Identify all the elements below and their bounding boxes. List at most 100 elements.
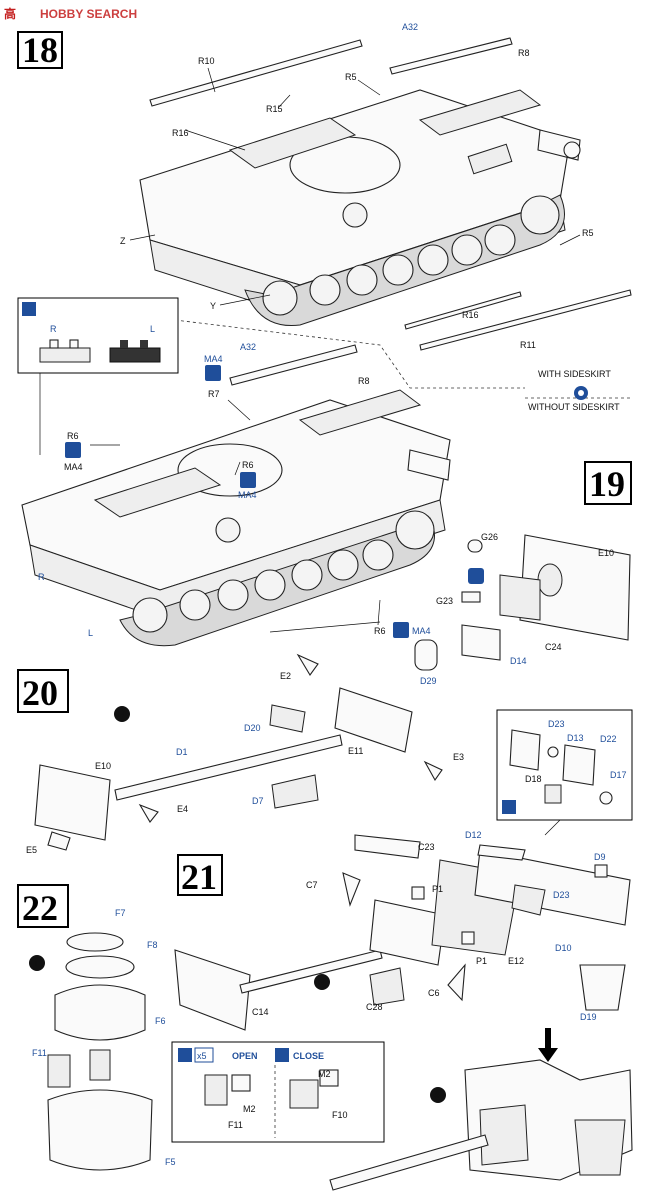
label-z: Z (120, 236, 126, 246)
mantlet-opening (537, 563, 563, 597)
label-m2b: M2 (318, 1069, 331, 1079)
leader-z (129, 234, 156, 241)
inset-l-label: L (150, 324, 155, 334)
label-d22: D22 (600, 734, 617, 744)
part-d13 (547, 746, 559, 758)
label-r10: R10 (198, 56, 215, 66)
label-ma4d: MA4 (412, 626, 431, 636)
r-circle-label-20: R (118, 709, 125, 719)
track-link-l-tooth-2 (140, 340, 148, 348)
label-r15: R15 (266, 104, 283, 114)
rail-r16b (404, 291, 522, 330)
track-link-r (39, 347, 91, 363)
road-wheel-19-1 (179, 589, 211, 621)
label-r6a: R6 (67, 431, 79, 441)
step-20-number: 20 (22, 673, 58, 713)
track-link-l-tooth-1 (120, 340, 128, 348)
label-d19: D19 (580, 1012, 597, 1022)
down-arrow-icon (538, 1028, 558, 1062)
glue-brush-icon-3 (178, 1048, 192, 1062)
s-circle-icon (430, 1087, 446, 1103)
watermark-logo-text: HOBBY SEARCH (40, 7, 137, 21)
tank-hull-18 (139, 89, 581, 319)
leader-r5a (357, 79, 381, 96)
sight-inset: D23 D13 D22 D18 D17 (496, 709, 633, 836)
watermark-left-text: 高 (4, 6, 16, 21)
part-e2 (296, 653, 319, 676)
label-a32: A32 (402, 22, 418, 32)
part-d18 (544, 784, 562, 804)
part-d23-inset (509, 729, 541, 771)
road-wheel-19-2 (217, 579, 249, 611)
exhaust-pipe (563, 141, 581, 159)
label-e11: E11 (348, 746, 363, 756)
hatch-open-f11 (204, 1074, 228, 1106)
label-e10-20: E10 (95, 761, 111, 771)
engine-hatch (467, 143, 513, 175)
step-19-number: 19 (589, 464, 625, 504)
road-wheel-19-3 (254, 569, 286, 601)
step-21-number: 21 (181, 857, 217, 897)
label-d14: D14 (510, 656, 527, 666)
step-22-number: 22 (22, 888, 58, 928)
label-c7: C7 (306, 880, 318, 890)
engine-deck-19 (298, 389, 422, 436)
engine-deck (418, 89, 542, 136)
label-c28: C28 (366, 1002, 383, 1012)
part-c6 (447, 963, 466, 1002)
front-plate-19 (93, 467, 222, 518)
part-c24 (499, 574, 541, 621)
part-c23 (354, 834, 421, 859)
step-20-box (17, 669, 69, 713)
part-d12 (477, 844, 526, 861)
step-19-box (584, 461, 632, 505)
step-18-box (17, 31, 63, 69)
s-circle-label: S (434, 1090, 440, 1100)
cupola-hatch-f7 (66, 932, 124, 952)
inset-r-label: R (50, 324, 57, 334)
label-d10: D10 (555, 943, 572, 953)
label-d23-inset: D23 (548, 719, 565, 729)
leader-r7 (227, 399, 251, 421)
tank-hull-19 (21, 389, 451, 621)
label-d17: D17 (610, 770, 627, 780)
road-wheel-1 (309, 274, 341, 306)
cradle-21 (369, 899, 446, 966)
part-d7 (271, 774, 319, 809)
label-r16b: R16 (462, 310, 479, 320)
r-circle-icon-20 (114, 706, 130, 722)
step-21: 21 R D12 D9 C23 C7 P1 D23 D10 P1 E12 C6 … (174, 830, 631, 1031)
cupola-ring-f8 (65, 955, 135, 979)
label-d13: D13 (567, 733, 584, 743)
leader-r6c-2 (269, 621, 381, 633)
step-18-number: 18 (22, 30, 58, 70)
label-e3: E3 (453, 752, 464, 762)
cupola-base-f6 (54, 984, 146, 1041)
glue-icon-a32 (205, 365, 221, 381)
sideskirt-options: WITH SIDESKIRT WITHOUT SIDESKIRT (174, 319, 630, 412)
road-wheel-4 (417, 244, 449, 276)
label-c6: C6 (428, 988, 440, 998)
sprocket-far-19 (215, 517, 241, 543)
label-a32-19: A32 (240, 342, 256, 352)
label-d29: D29 (420, 676, 437, 686)
with-sideskirt-label: WITH SIDESKIRT (538, 369, 611, 379)
road-wheel-19-5 (327, 549, 359, 581)
label-d1: D1 (176, 747, 188, 757)
label-r11: R11 (520, 340, 536, 350)
rail-a32-19 (229, 344, 358, 386)
gun-barrel-d1 (114, 734, 343, 801)
part-p1a (411, 886, 425, 900)
step-18: 18 (17, 22, 632, 351)
part-c28 (369, 967, 405, 1006)
drive-sprocket (520, 195, 560, 235)
open-label: OPEN (232, 1051, 258, 1061)
glue-icon-r6a (65, 442, 81, 458)
turret-stowage-bin (574, 1119, 626, 1176)
hatch-open-m2 (231, 1074, 251, 1092)
label-r6b: R6 (242, 460, 254, 470)
label-d9: D9 (594, 852, 606, 862)
label-f5: F5 (165, 1157, 176, 1167)
road-wheel-2 (346, 264, 378, 296)
